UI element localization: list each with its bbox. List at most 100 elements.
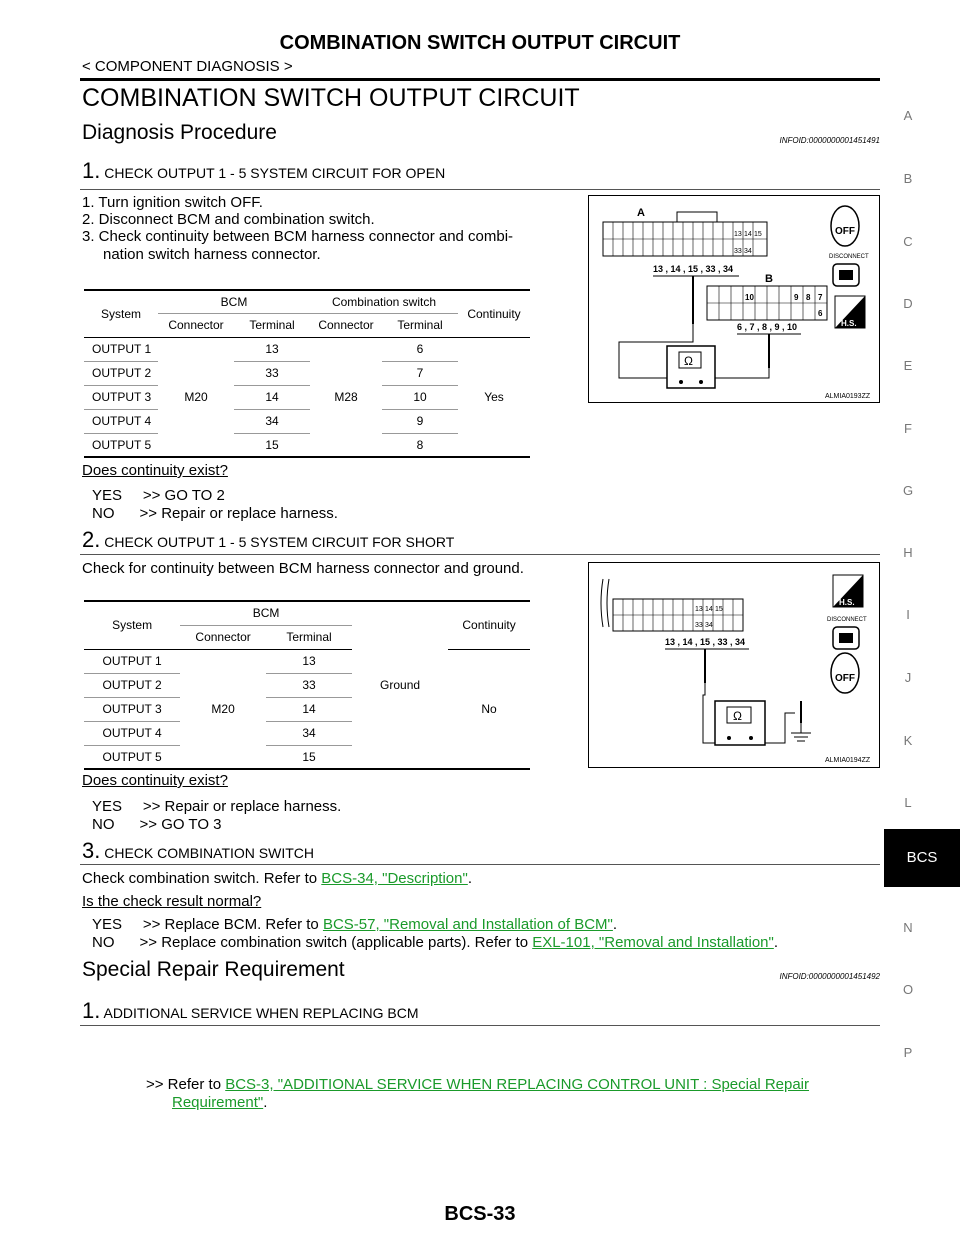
step3-line: Check combination switch. Refer to BCS-3… xyxy=(82,870,472,887)
disconnect-label-2: DISCONNECT xyxy=(827,617,867,623)
side-index-a[interactable]: A xyxy=(903,108,913,123)
link-bcs-57[interactable]: BCS-57, "Removal and Installation of BCM… xyxy=(322,916,613,933)
diagnosis-infoid: INFOID:0000000001451491 xyxy=(779,136,880,145)
row1-bcm: 13 xyxy=(234,337,310,362)
row4-system: OUTPUT 4 xyxy=(84,409,158,434)
pin-b-10: 10 xyxy=(745,293,754,302)
combo-connector: M28 xyxy=(310,337,382,458)
step3-number: 3. xyxy=(82,838,101,863)
pin-b-8: 8 xyxy=(806,293,811,302)
pin-b-7: 7 xyxy=(818,293,823,302)
step3-no: NO >> Replace combination switch (applic… xyxy=(92,934,778,951)
side-index-j[interactable]: J xyxy=(904,670,912,685)
step2-heading: 2. CHECK OUTPUT 1 - 5 SYSTEM CIRCUIT FOR… xyxy=(82,527,454,553)
side-index-h[interactable]: H xyxy=(903,545,913,560)
side-index-g[interactable]: G xyxy=(902,483,914,498)
side-index-d[interactable]: D xyxy=(903,296,913,311)
pin2-14: 14 xyxy=(705,606,713,613)
side-index-n[interactable]: N xyxy=(903,920,913,935)
side-index-b[interactable]: B xyxy=(903,171,913,186)
pin-a-15: 15 xyxy=(754,231,762,238)
th-continuity: Continuity xyxy=(458,289,530,338)
step2-table: System BCM Ground Continuity Connector T… xyxy=(84,600,530,770)
row22-system: OUTPUT 2 xyxy=(84,673,181,698)
special-heading: Special Repair Requirement xyxy=(82,958,345,981)
step2-number: 2. xyxy=(82,527,101,552)
off-label: OFF xyxy=(835,226,855,237)
figure-id-2: ALMIA0194ZZ xyxy=(825,757,871,764)
th2-terminal: Terminal xyxy=(266,625,352,650)
pin2-34: 34 xyxy=(705,622,713,629)
side-index-p[interactable]: P xyxy=(903,1045,913,1060)
th-terminal-2: Terminal xyxy=(382,313,458,338)
step4-line-2: Requirement". xyxy=(172,1094,268,1111)
terminals-a: 13 , 14 , 15 , 33 , 34 xyxy=(653,264,733,274)
side-index-k[interactable]: K xyxy=(903,733,913,748)
ground-value: Ground xyxy=(351,600,449,770)
row3-combo: 10 xyxy=(382,385,458,410)
row22-bcm: 33 xyxy=(266,673,352,698)
row21-bcm: 13 xyxy=(266,649,352,674)
side-index-f[interactable]: F xyxy=(904,421,912,436)
link-bcs-3-cont[interactable]: Requirement" xyxy=(172,1094,264,1111)
side-index-o[interactable]: O xyxy=(902,982,914,997)
th-connector-2: Connector xyxy=(310,313,382,338)
step4-number: 1. xyxy=(82,998,101,1023)
pin-a-13: 13 xyxy=(734,231,742,238)
step3-heading: 3. CHECK COMBINATION SWITCH xyxy=(82,838,314,864)
terminals-b: 6 , 7 , 8 , 9 , 10 xyxy=(737,322,797,332)
probe-leads-2 xyxy=(702,649,802,744)
side-index-e[interactable]: E xyxy=(903,358,913,373)
side-index-i[interactable]: I xyxy=(906,607,910,622)
diagnosis-heading: Diagnosis Procedure xyxy=(82,121,277,144)
header-rule xyxy=(80,78,880,81)
bcm-connector: M20 xyxy=(158,337,234,458)
disconnect-icon-2 xyxy=(832,626,860,650)
page-number: BCS-33 xyxy=(444,1203,516,1225)
off-label-2: OFF xyxy=(835,673,855,684)
header-subtitle: < COMPONENT DIAGNOSIS > xyxy=(82,58,293,75)
link-bcs-3[interactable]: BCS-3, "ADDITIONAL SERVICE WHEN REPLACIN… xyxy=(225,1076,810,1093)
th-terminal: Terminal xyxy=(234,313,310,338)
row5-combo: 8 xyxy=(382,433,458,458)
th2-system: System xyxy=(84,600,181,650)
row23-bcm: 14 xyxy=(266,697,352,722)
step1-question: Does continuity exist? xyxy=(82,462,228,479)
th2-connector: Connector xyxy=(180,625,267,650)
row2-system: OUTPUT 2 xyxy=(84,361,158,386)
row2-bcm: 33 xyxy=(234,361,310,386)
connector-diagram-2: 13 14 15 33 34 13 , 14 , 15 , 33 , 34 Ω … xyxy=(588,562,880,768)
step1-title: CHECK OUTPUT 1 - 5 SYSTEM CIRCUIT FOR OP… xyxy=(104,165,446,181)
link-exl-101[interactable]: EXL-101, "Removal and Installation" xyxy=(532,934,774,951)
probe-leads xyxy=(618,276,770,379)
row4-bcm: 34 xyxy=(234,409,310,434)
svg-text:Ω: Ω xyxy=(733,709,742,723)
step2-yes: YES >> Repair or replace harness. xyxy=(92,798,342,815)
row25-bcm: 15 xyxy=(266,745,352,770)
row25-system: OUTPUT 5 xyxy=(84,745,181,770)
th-bcm: BCM xyxy=(158,289,310,314)
th-combo: Combination switch xyxy=(310,289,458,314)
row24-bcm: 34 xyxy=(266,721,352,746)
hs-label-2: H.S. xyxy=(839,598,855,607)
th-system: System xyxy=(84,289,158,338)
header-title: COMBINATION SWITCH OUTPUT CIRCUIT xyxy=(279,32,681,54)
connector-a: 13 14 15 33 34 xyxy=(602,211,768,257)
row24-system: OUTPUT 4 xyxy=(84,721,181,746)
pin-a-33: 33 xyxy=(734,248,742,255)
pin2-33: 33 xyxy=(695,622,703,629)
side-tab-bcs[interactable]: BCS xyxy=(884,829,960,887)
link-bcs-34[interactable]: BCS-34, "Description" xyxy=(321,870,468,887)
step1-heading: 1. CHECK OUTPUT 1 - 5 SYSTEM CIRCUIT FOR… xyxy=(82,158,445,184)
ground-icon xyxy=(791,723,811,742)
step4-title: ADDITIONAL SERVICE WHEN REPLACING BCM xyxy=(103,1005,419,1021)
step2-rule xyxy=(80,554,880,555)
label-a: A xyxy=(637,207,645,219)
row3-system: OUTPUT 3 xyxy=(84,385,158,410)
side-index-c[interactable]: C xyxy=(903,234,913,249)
step2-title: CHECK OUTPUT 1 - 5 SYSTEM CIRCUIT FOR SH… xyxy=(104,534,455,550)
svg-text:Ω: Ω xyxy=(684,354,693,368)
continuity-value-2: No xyxy=(448,649,530,770)
step1-line-2: 2. Disconnect BCM and combination switch… xyxy=(82,211,375,228)
side-index-l[interactable]: L xyxy=(904,795,912,810)
